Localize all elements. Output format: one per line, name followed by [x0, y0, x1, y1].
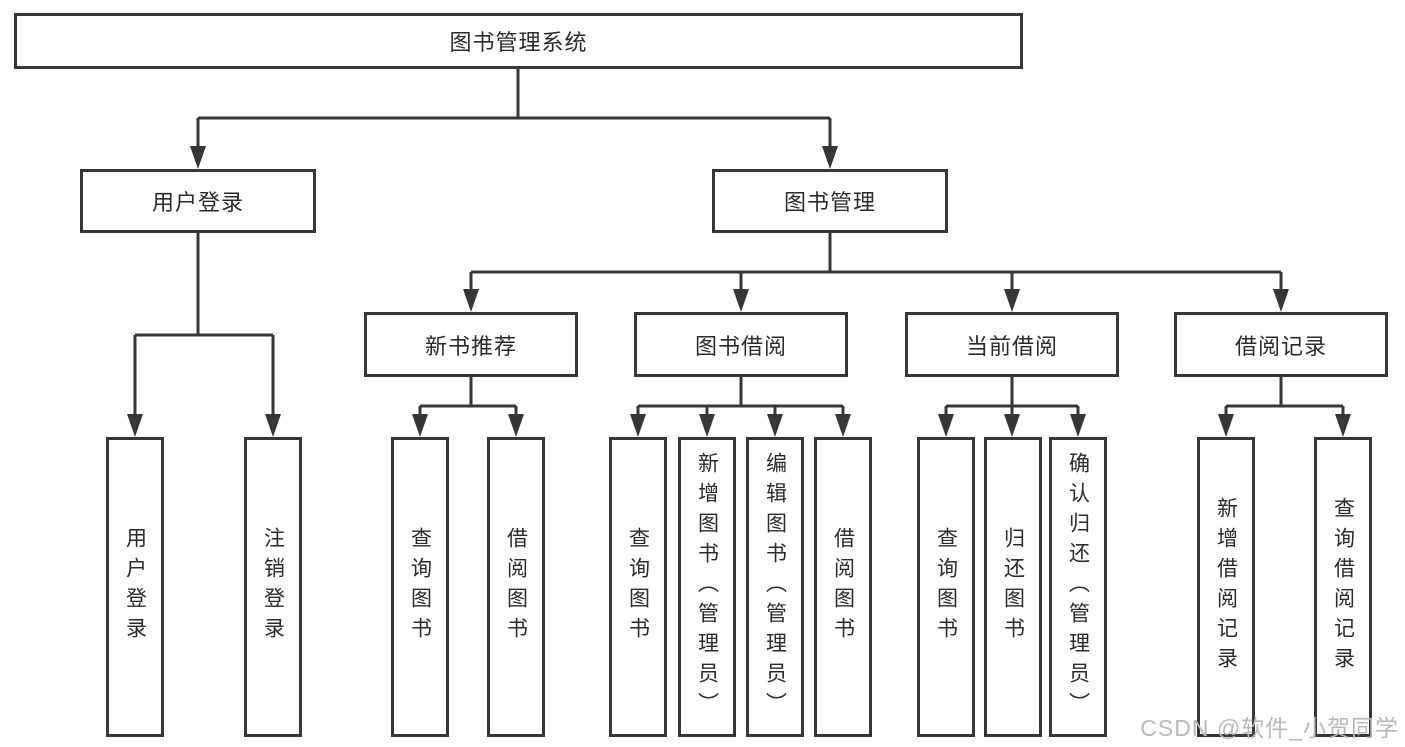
node-label: 新增借阅记录 — [1214, 497, 1238, 677]
node-label: 图书借阅 — [694, 333, 787, 359]
node-label: 查询借阅记录 — [1331, 497, 1355, 677]
node-records-query-record: 查询借阅记录 — [1314, 437, 1372, 737]
node-label: 查询图书 — [626, 527, 650, 647]
node-label: 图书管理系统 — [449, 30, 588, 55]
node-current-return-books: 归还图书 — [984, 437, 1042, 737]
node-library-management-system: 图书管理系统 — [14, 13, 1023, 69]
node-borrow-borrow-books: 借阅图书 — [814, 437, 872, 737]
node-book-management: 图书管理 — [712, 169, 948, 233]
node-records-add-record: 新增借阅记录 — [1197, 437, 1255, 737]
node-label: 查询图书 — [408, 527, 432, 647]
node-label: 借阅图书 — [504, 527, 528, 647]
node-user-login-action: 用户登录 — [106, 437, 164, 737]
node-current-borrowing: 当前借阅 — [905, 312, 1119, 377]
node-label: 借阅图书 — [831, 527, 855, 647]
node-borrow-add-books-admin: 新增图书（管理员） — [678, 437, 736, 737]
node-label: 新增图书（管理员） — [695, 452, 719, 722]
node-label: 用户登录 — [151, 190, 244, 215]
node-borrow-edit-books-admin: 编辑图书（管理员） — [746, 437, 804, 737]
node-label: 图书管理 — [783, 190, 876, 215]
node-current-confirm-return-admin: 确认归还（管理员） — [1049, 437, 1107, 737]
node-current-query-books: 查询图书 — [917, 437, 975, 737]
node-label: 用户登录 — [123, 527, 147, 647]
node-label: 查询图书 — [934, 527, 958, 647]
node-label: 借阅记录 — [1234, 333, 1327, 359]
node-logout: 注销登录 — [244, 437, 302, 737]
node-newrec-query-books: 查询图书 — [391, 437, 449, 737]
node-label: 当前借阅 — [965, 333, 1058, 359]
node-label: 确认归还（管理员） — [1066, 452, 1090, 722]
node-user-login: 用户登录 — [80, 169, 316, 233]
node-label: 新书推荐 — [424, 333, 517, 359]
node-label: 编辑图书（管理员） — [763, 452, 787, 722]
node-newrec-borrow-books: 借阅图书 — [487, 437, 545, 737]
node-new-book-recommend: 新书推荐 — [364, 312, 578, 377]
node-label: 注销登录 — [261, 527, 285, 647]
node-borrowing-records: 借阅记录 — [1174, 312, 1388, 377]
node-label: 归还图书 — [1001, 527, 1025, 647]
node-book-borrowing: 图书借阅 — [634, 312, 848, 377]
csdn-watermark: CSDN @软件_小贺同学 — [1140, 715, 1399, 741]
node-borrow-query-books: 查询图书 — [609, 437, 667, 737]
